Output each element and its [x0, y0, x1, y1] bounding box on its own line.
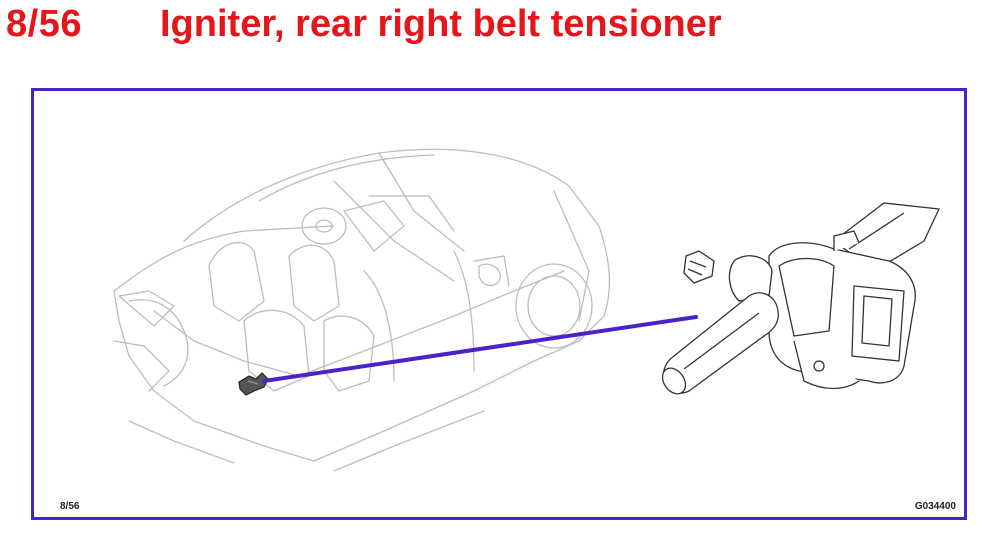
- pointer-line: [262, 315, 698, 383]
- diagram-frame: 8/56 G034400: [31, 88, 967, 520]
- page-title: Igniter, rear right belt tensioner: [160, 3, 722, 45]
- figure-code: G034400: [915, 501, 957, 512]
- igniter-location-marker: [238, 372, 269, 396]
- belt-tensioner-drawing: [661, 202, 940, 395]
- diagram-canvas: 8/56 G034400: [60, 148, 957, 512]
- footer-page-number: 8/56: [60, 501, 80, 512]
- car-outline-drawing: [113, 148, 611, 472]
- page-number: 8/56: [6, 3, 82, 45]
